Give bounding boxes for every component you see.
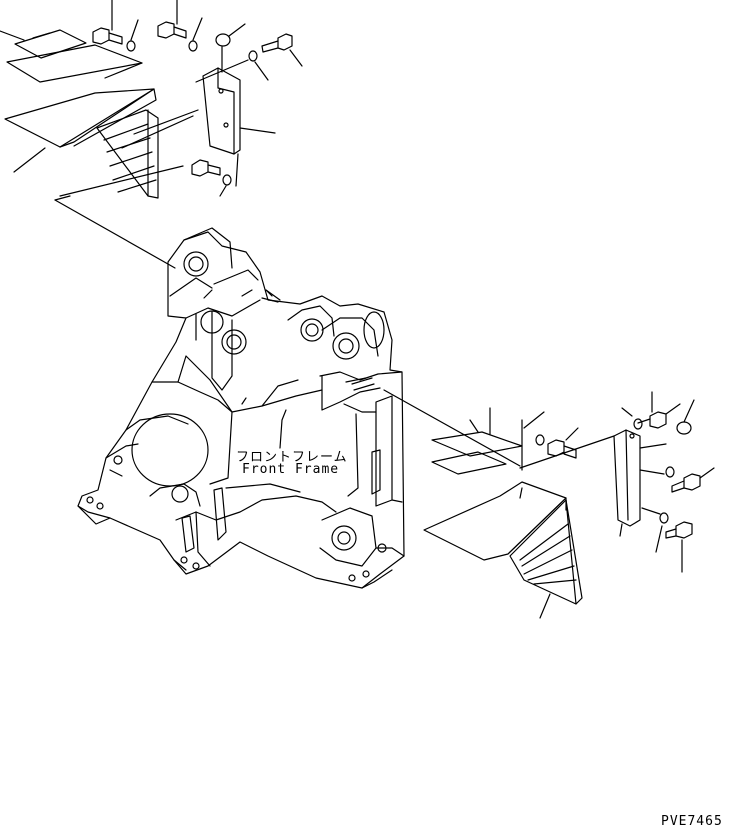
right-small-plate [431,451,507,475]
pin-boss [331,525,357,551]
washer [535,434,545,446]
drawing-code: PVE7465 [661,814,723,829]
bolt [665,521,693,573]
washer [659,512,669,524]
washer [633,418,643,430]
bolt [261,33,303,67]
right-step-assembly [423,407,583,619]
washer [665,466,675,478]
pin-boss [171,485,189,503]
washer [126,40,136,52]
bolt [637,391,681,429]
front-frame [77,227,521,589]
washer [222,174,232,186]
frame-label-japanese: フロントフレーム [236,450,348,465]
bolt [92,0,123,45]
frame-label-english: Front Frame [242,462,340,477]
right-bracket-assembly [519,391,715,573]
washer [248,50,258,62]
pin-boss [221,329,247,355]
bolt [157,0,187,39]
right-step-ladder [509,499,583,605]
pin-boss [332,332,360,360]
pin-boss [183,251,209,277]
left-step-assembly [0,29,199,269]
left-bracket-assembly [92,0,303,197]
cap [676,421,692,435]
bolt [547,427,579,459]
frame-hole [131,413,209,487]
pin-boss [300,318,324,342]
left-step-top [4,88,155,148]
bolt [671,467,715,493]
cap [215,33,231,47]
washer [188,40,198,52]
bolt [191,159,221,177]
